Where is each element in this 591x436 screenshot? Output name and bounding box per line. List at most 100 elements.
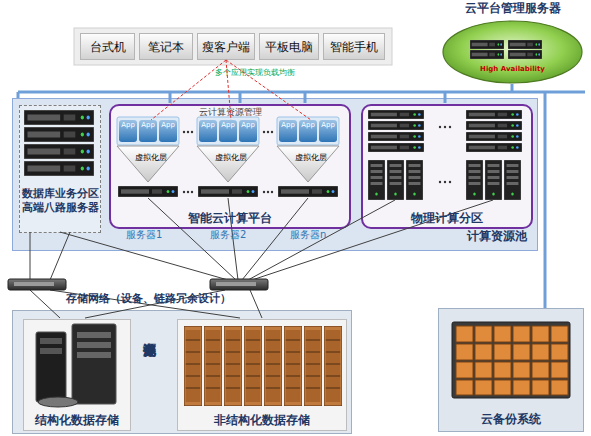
ellipsis-dots (449, 126, 451, 128)
server-label: 服务器n (290, 229, 326, 241)
app-icon: App (239, 120, 257, 142)
structured-storage-devices (72, 324, 116, 404)
virtualization-triangles (117, 146, 339, 182)
storage-switches (14, 282, 54, 286)
ellipsis-dots (187, 131, 189, 133)
node-label: 数据库业务分区 高端八路服务器 (20, 187, 100, 215)
ellipsis-dots (183, 191, 185, 193)
network-bus (444, 92, 447, 103)
node-label: 云平台管理服务器 (440, 1, 585, 15)
node-label: 虚拟化层 (120, 153, 182, 163)
physical-servers (368, 143, 424, 152)
backup-array (513, 326, 530, 342)
ellipsis-dots (271, 191, 273, 193)
ellipsis-dots (191, 191, 193, 193)
ellipse-shape (443, 21, 582, 83)
physical-servers (466, 110, 522, 119)
storage-switches (216, 282, 256, 286)
structured-storage-devices (77, 352, 111, 358)
physical-servers (387, 160, 404, 200)
backup-array (494, 362, 511, 378)
node-label: 瘦客户端 (198, 40, 254, 54)
physical-servers (406, 160, 423, 200)
storage-network-label: 存储网络（设备、链路冗余设计） (66, 292, 231, 305)
app-icon: App (219, 120, 237, 142)
ellipsis-dots (444, 126, 446, 128)
ellipsis-dots (183, 131, 185, 133)
backup-array (494, 380, 511, 395)
node-label: 虚拟化层 (280, 153, 342, 163)
management-servers (508, 50, 542, 59)
backup-array (551, 344, 568, 360)
physical-servers (368, 132, 424, 141)
ellipsis-dots (263, 131, 265, 133)
structured-storage-devices (40, 348, 62, 354)
backup-array (551, 380, 568, 395)
network-bus (239, 92, 242, 103)
network-bus (544, 92, 547, 308)
vm-windows (277, 117, 339, 145)
backup-array (456, 326, 473, 342)
app-icon: App (159, 120, 177, 142)
eight-way-servers (24, 127, 94, 142)
host-servers (278, 186, 338, 197)
backup-array (532, 362, 549, 378)
unstructured-storage-racks (204, 326, 222, 406)
backup-array (494, 344, 511, 360)
unstructured-storage-racks (324, 326, 342, 406)
vm-windows (197, 117, 259, 145)
ellipsis-dots (187, 191, 189, 193)
client-band (74, 28, 392, 65)
app-icon: App (139, 120, 157, 142)
structured-storage-devices (77, 332, 111, 338)
management-servers (470, 40, 504, 49)
backup-array (456, 326, 568, 395)
backup-array (452, 322, 570, 398)
network-wires (30, 232, 31, 280)
ellipsis-dots (449, 181, 451, 183)
unstructured-storage-racks (244, 326, 262, 406)
network-bus (169, 92, 172, 103)
structured-storage-devices (36, 324, 116, 407)
backup-array (494, 326, 511, 342)
ellipsis-dots (191, 131, 193, 133)
storage-switches (8, 279, 268, 290)
unstructured-storage-racks (184, 326, 202, 406)
host-servers (118, 186, 338, 197)
physical-servers (368, 110, 424, 119)
backup-array (475, 362, 492, 378)
backup-array (456, 380, 473, 395)
physical-servers (466, 160, 483, 200)
physical-servers (504, 160, 521, 200)
app-icon: App (299, 120, 317, 142)
client-box: 瘦客户端 (197, 33, 255, 60)
physical-servers (466, 121, 522, 130)
node-label: 虚拟化层 (200, 153, 262, 163)
backup-array (475, 380, 492, 395)
node-label: 台式机 (81, 40, 134, 54)
ellipsis-dots (267, 191, 269, 193)
unstructured-storage-racks (284, 326, 302, 406)
vm-windows (117, 117, 339, 145)
server-label: 服务器2 (210, 229, 246, 241)
ellipsis-dots (439, 181, 441, 183)
ellipsis-dots (444, 181, 446, 183)
app-icon: App (199, 120, 217, 142)
physical-servers (368, 160, 385, 200)
eight-way-servers (24, 110, 94, 125)
node-label: 笔记本 (140, 40, 192, 54)
app-icon: App (319, 120, 337, 142)
node-label: 计算资源池 (417, 229, 527, 243)
ellipsis-dots (263, 191, 265, 193)
unstructured-storage-racks (224, 326, 242, 406)
network-bus (18, 91, 585, 94)
backup-array (532, 380, 549, 395)
vm-windows (117, 117, 179, 145)
physical-servers (485, 160, 502, 200)
client-box: 台式机 (80, 33, 135, 60)
eight-way-servers (24, 161, 94, 176)
structured-storage-devices (38, 397, 78, 407)
ellipsis-dots (271, 131, 273, 133)
backup-array (532, 344, 549, 360)
client-box: 智能手机 (323, 33, 385, 60)
